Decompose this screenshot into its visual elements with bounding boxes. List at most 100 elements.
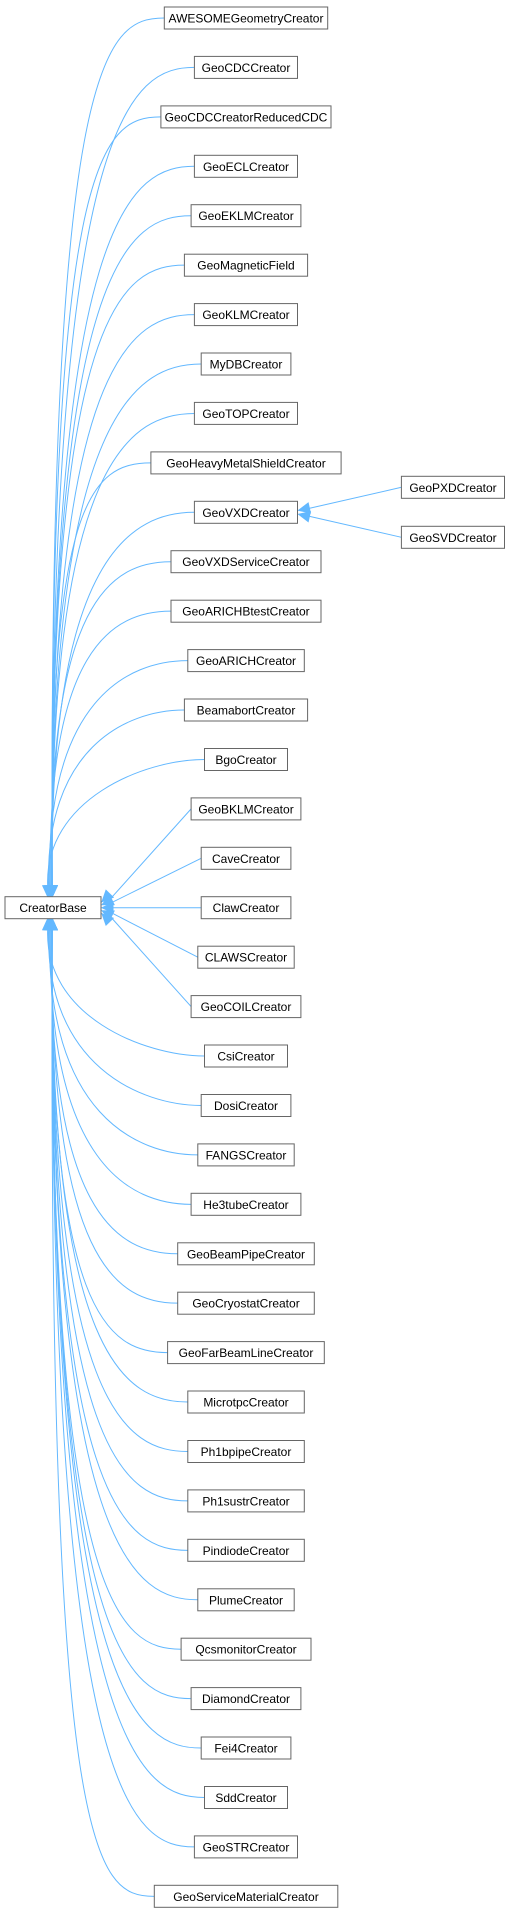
class-node-geoklm[interactable]: GeoKLMCreator — [193, 303, 298, 327]
class-node-qcsmonitor[interactable]: QcsmonitorCreator — [180, 1637, 312, 1661]
class-node-cave[interactable]: CaveCreator — [200, 846, 292, 870]
inheritance-edge-bgo — [47, 758, 205, 887]
class-node-box — [200, 352, 292, 376]
class-node-geostr[interactable]: GeoSTRCreator — [193, 1835, 298, 1859]
class-node-geocdcreduced[interactable]: GeoCDCCreatorReducedCDC — [160, 105, 332, 129]
class-node-geofarbeamline[interactable]: GeoFarBeamLineCreator — [167, 1341, 325, 1365]
class-node-geoheavy[interactable]: GeoHeavyMetalShieldCreator — [150, 451, 342, 475]
class-node-fei4[interactable]: Fei4Creator — [200, 1736, 292, 1760]
class-node-geobklm[interactable]: GeoBKLMCreator — [190, 797, 302, 821]
inheritance-edge-geocryostat — [51, 928, 178, 1304]
class-node-microtpc[interactable]: MicrotpcCreator — [187, 1390, 305, 1414]
class-node-geovxd[interactable]: GeoVXDCreator — [193, 500, 298, 524]
class-node-pindiode[interactable]: PindiodeCreator — [187, 1538, 305, 1562]
inheritance-edge-geostr — [51, 928, 195, 1848]
class-node-label: PindiodeCreator — [203, 1544, 290, 1558]
class-node-geobeampipe[interactable]: GeoBeamPipeCreator — [177, 1242, 315, 1266]
class-node-box — [193, 1835, 298, 1859]
inheritance-edge-geosvd — [308, 515, 402, 538]
class-node-geocryostat[interactable]: GeoCryostatCreator — [177, 1291, 315, 1315]
class-nodes: CreatorBase AWESOMEGeometryCreatorGeoCDCC… — [4, 6, 505, 1908]
class-node-label: DosiCreator — [214, 1099, 278, 1113]
class-node-creatorbase[interactable]: CreatorBase — [4, 896, 102, 920]
class-node-geomagnetic[interactable]: GeoMagneticField — [183, 253, 309, 277]
class-node-csi[interactable]: CsiCreator — [204, 1044, 288, 1068]
class-node-claw[interactable]: ClawCreator — [200, 896, 292, 920]
inheritance-edge-beamabort — [48, 709, 185, 887]
inheritance-edge-he3tube — [49, 928, 192, 1205]
class-node-label: GeoCDCCreatorReducedCDC — [165, 110, 328, 124]
class-node-claws[interactable]: CLAWSCreator — [197, 945, 295, 969]
class-node-ph1bpipe[interactable]: Ph1bpipeCreator — [187, 1440, 305, 1463]
class-node-box — [177, 1242, 315, 1266]
inheritance-edge-geobeampipe — [50, 928, 178, 1255]
class-node-sdd[interactable]: SddCreator — [204, 1786, 288, 1809]
arrowhead-geoservicematerial — [46, 917, 58, 931]
class-node-box — [190, 797, 302, 821]
class-node-ph1sustr[interactable]: Ph1sustrCreator — [187, 1489, 305, 1513]
inheritance-edge-geovxd — [51, 511, 195, 887]
class-node-diamond[interactable]: DiamondCreator — [190, 1687, 302, 1711]
class-node-box — [190, 204, 302, 228]
class-node-box — [167, 1341, 325, 1365]
class-node-label: GeoCDCCreator — [202, 61, 291, 75]
class-node-mydb[interactable]: MyDBCreator — [200, 352, 292, 376]
class-node-geoeklm[interactable]: GeoEKLMCreator — [190, 204, 302, 228]
class-node-label: GeoBKLMCreator — [198, 802, 293, 816]
class-node-awesome[interactable]: AWESOMEGeometryCreator — [163, 6, 329, 30]
class-node-label: AWESOMEGeometryCreator — [169, 12, 324, 26]
class-node-box — [170, 550, 322, 574]
class-node-label: Fei4Creator — [214, 1742, 277, 1756]
class-node-label: GeoCryostatCreator — [192, 1297, 299, 1311]
class-node-label: PlumeCreator — [209, 1593, 283, 1607]
inheritance-edge-geoheavy — [51, 462, 151, 887]
class-node-box — [193, 401, 298, 425]
class-node-box — [200, 846, 292, 870]
inheritance-edge-qcsmonitor — [51, 928, 182, 1650]
class-node-dosi[interactable]: DosiCreator — [200, 1094, 292, 1117]
class-node-box — [177, 1291, 315, 1315]
arrowhead-claw — [100, 901, 114, 914]
class-node-label: CaveCreator — [212, 852, 280, 866]
class-node-bgo[interactable]: BgoCreator — [204, 748, 288, 771]
class-node-geoservicematerial[interactable]: GeoServiceMaterialCreator — [153, 1884, 339, 1908]
class-node-plume[interactable]: PlumeCreator — [197, 1588, 295, 1612]
class-node-geosvd[interactable]: GeoSVDCreator — [400, 525, 505, 549]
class-node-label: GeoVXDCreator — [202, 506, 289, 520]
class-node-label: GeoARICHBtestCreator — [182, 605, 309, 619]
inheritance-edge-mydb — [51, 363, 202, 887]
class-node-box — [187, 1390, 305, 1414]
class-node-box — [193, 154, 298, 178]
arrowhead-geosvd — [297, 511, 312, 523]
class-node-box — [200, 896, 292, 920]
class-node-he3tube[interactable]: He3tubeCreator — [190, 1192, 302, 1216]
class-node-geocoil[interactable]: GeoCOILCreator — [190, 995, 302, 1019]
class-node-label: QcsmonitorCreator — [195, 1643, 296, 1657]
class-node-box — [190, 1687, 302, 1711]
inheritance-edge-dosi — [48, 928, 202, 1106]
class-node-label: FANGSCreator — [206, 1148, 287, 1162]
class-node-geocdc[interactable]: GeoCDCCreator — [193, 55, 298, 79]
inheritance-edge-cave — [111, 857, 202, 903]
class-node-geoarich[interactable]: GeoARICHCreator — [187, 649, 305, 673]
class-node-geoarichbtest[interactable]: GeoARICHBtestCreator — [170, 599, 322, 623]
class-node-geoecl[interactable]: GeoECLCreator — [193, 154, 298, 178]
class-node-box — [160, 105, 332, 129]
inheritance-edge-geoarich — [48, 660, 188, 887]
class-node-geovxdservice[interactable]: GeoVXDServiceCreator — [170, 550, 322, 574]
class-node-box — [400, 475, 505, 499]
class-node-fangs[interactable]: FANGSCreator — [197, 1143, 295, 1167]
arrowhead-bgo — [41, 885, 54, 898]
inheritance-edge-geopxd — [308, 486, 402, 509]
inheritance-edge-geotop — [51, 412, 195, 887]
class-node-geotop[interactable]: GeoTOPCreator — [193, 401, 298, 425]
class-node-box — [190, 995, 302, 1019]
class-node-beamabort[interactable]: BeamabortCreator — [183, 698, 309, 722]
class-node-geopxd[interactable]: GeoPXDCreator — [400, 475, 505, 499]
inheritance-edge-fangs — [48, 928, 198, 1156]
class-node-label: GeoServiceMaterialCreator — [173, 1890, 318, 1904]
class-node-label: GeoBeamPipeCreator — [187, 1247, 305, 1261]
class-node-box — [183, 698, 309, 722]
class-node-box — [197, 945, 295, 969]
